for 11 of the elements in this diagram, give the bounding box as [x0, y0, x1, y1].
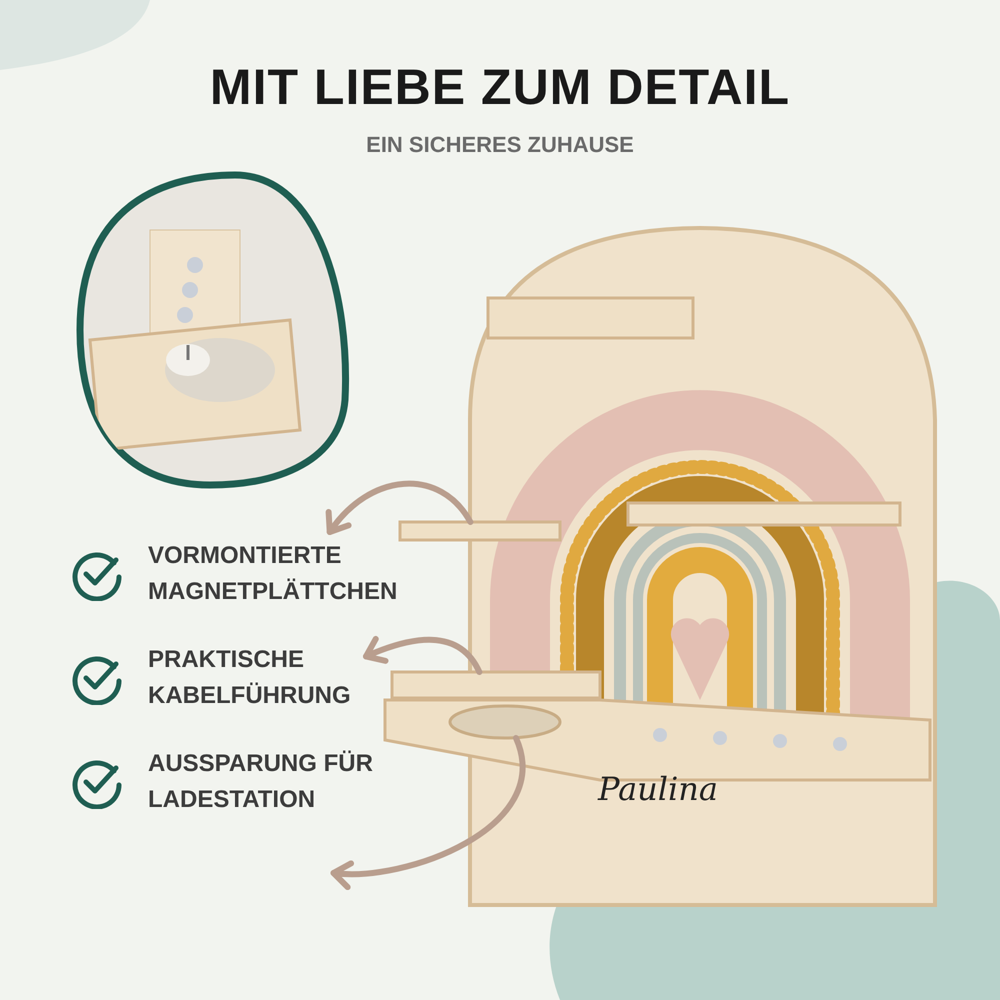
charging-cutout — [448, 704, 562, 740]
feature-text: AUSSPARUNG FÜR LADESTATION — [148, 749, 374, 815]
curved-arrow — [330, 735, 526, 889]
shelf-plank — [398, 520, 562, 542]
feature-text: PRAKTISCHE KABELFÜHRUNG — [148, 645, 352, 711]
curved-arrow — [363, 636, 482, 675]
shelf-plank — [390, 670, 602, 700]
engraved-name: Paulina — [598, 770, 718, 808]
subtitle: EIN SICHERES ZUHAUSE — [365, 132, 635, 158]
title: MIT LIEBE ZUM DETAIL — [208, 58, 792, 116]
feature-text: VORMONTIERTE MAGNETPLÄTTCHEN — [148, 541, 398, 607]
